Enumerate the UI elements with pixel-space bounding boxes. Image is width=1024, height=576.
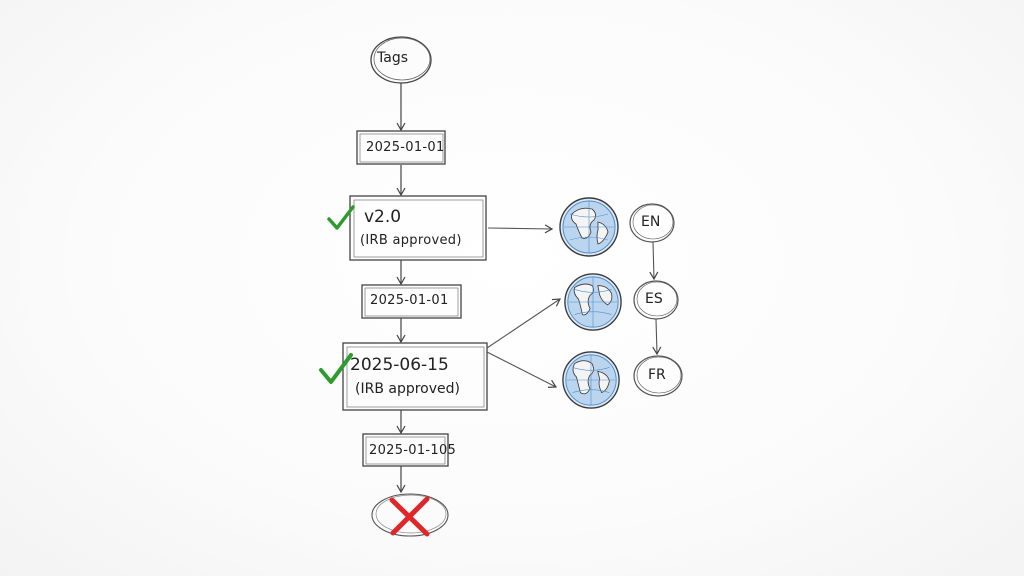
rejected-cross-icon <box>389 496 430 537</box>
language-label-fr: FR <box>648 367 666 383</box>
approved-check-icon <box>319 353 353 384</box>
start-node-label: Tags <box>377 50 408 66</box>
globe-icon <box>562 351 620 409</box>
step-box-date-1 <box>356 130 446 165</box>
step-approved-date-title: 2025-06-15 <box>350 355 449 375</box>
step-date-label: 2025-01-105 <box>369 443 457 458</box>
end-node <box>371 493 449 537</box>
step-date-label: 2025-01-01 <box>366 140 445 155</box>
step-box-v2 <box>349 195 487 261</box>
step-date-label: 2025-01-01 <box>370 293 449 308</box>
globe-icon <box>559 197 619 257</box>
language-connectors <box>649 241 662 356</box>
step-version-title: v2.0 <box>364 207 402 227</box>
language-label-en: EN <box>641 214 661 230</box>
step-box-date-3 <box>362 433 449 467</box>
step-version-note: (IRB approved) <box>360 233 462 248</box>
language-circles <box>629 203 683 397</box>
globe-icon <box>564 273 622 331</box>
step-approved-date-note: (IRB approved) <box>355 381 460 397</box>
step-box-date-2 <box>361 284 462 319</box>
step-box-date-approved <box>342 342 488 411</box>
language-label-es: ES <box>645 291 663 307</box>
approved-check-icon <box>327 205 355 230</box>
branch-connectors <box>486 224 562 388</box>
